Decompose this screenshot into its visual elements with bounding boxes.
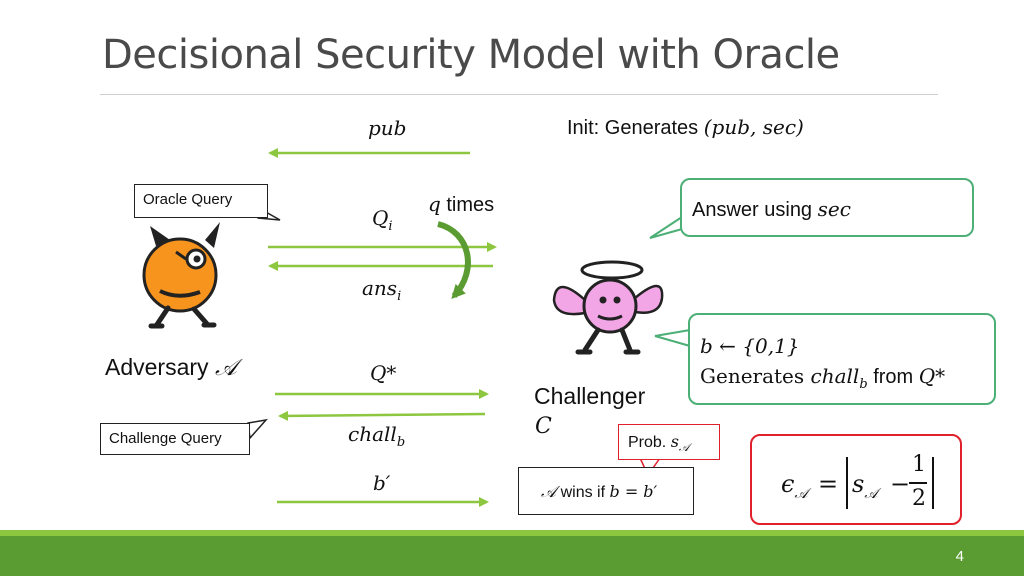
- prob-callout: Prob. s𝒜: [618, 424, 720, 460]
- loop-arrow-icon: [437, 221, 471, 299]
- answer-callout: Answer using sec: [680, 178, 974, 237]
- s-sub: 𝒜: [864, 485, 878, 502]
- eps-sub: 𝒜: [794, 485, 808, 502]
- challenge-callout-tail: [247, 418, 268, 440]
- abs-right-bar: [932, 457, 934, 509]
- chall-sub: b: [396, 435, 406, 450]
- times-text: times: [446, 194, 495, 216]
- abs-left-bar: [846, 457, 848, 509]
- win-symbol: 𝒜: [541, 482, 557, 501]
- qstar-label: Q*: [370, 361, 397, 385]
- adversary-text: Adversary: [105, 354, 215, 380]
- title-divider: [100, 94, 938, 95]
- challenger-symbol: C: [535, 414, 552, 439]
- frac-den: 2: [912, 486, 926, 511]
- qi-var: Q: [372, 206, 389, 230]
- generate-callout: b ← {0,1} Generates challb from Q*: [688, 313, 996, 405]
- adv-eps: ϵ𝒜: [781, 470, 808, 502]
- gen-q: Q*: [918, 364, 946, 388]
- init-prefix: Init: Generates: [567, 117, 704, 139]
- prob-text: Prob.: [628, 434, 671, 451]
- pub-label: pub: [368, 116, 407, 140]
- prob-sub: 𝒜: [678, 441, 690, 455]
- adv-s: s𝒜: [852, 470, 878, 502]
- adversary-label: Adversary 𝒜: [105, 354, 237, 381]
- prob-math: s: [670, 432, 679, 451]
- bit-line: b ← {0,1}: [700, 334, 800, 358]
- gen-callout-tail: [654, 328, 691, 348]
- gen-chall-sub: b: [859, 377, 868, 392]
- q-times-label: q times: [428, 192, 494, 217]
- answer-text: Answer using: [692, 199, 818, 221]
- init-math: (pub, sec): [703, 115, 804, 139]
- challenge-query-callout: Challenge Query: [100, 423, 250, 455]
- page-number: 4: [955, 548, 964, 565]
- frac-bar: [909, 482, 927, 484]
- qi-sub: i: [388, 219, 393, 234]
- gen-chall: chall: [810, 364, 860, 388]
- advantage-box: ϵ𝒜 = s𝒜 − 1 2: [750, 434, 962, 525]
- adversary-symbol: 𝒜: [214, 355, 237, 381]
- chall-var: chall: [348, 422, 397, 446]
- gen-line: Generates challb from Q*: [700, 361, 984, 400]
- bprime-label: b′: [373, 471, 391, 495]
- qi-label: Qi: [372, 206, 393, 234]
- eps-symbol: ϵ: [781, 470, 795, 498]
- init-text: Init: Generates (pub, sec): [567, 115, 804, 140]
- adv-eq: =: [818, 470, 839, 498]
- win-math: b = b′: [609, 482, 658, 501]
- gen-text: Generates: [700, 364, 811, 388]
- gen-from: from: [867, 366, 919, 388]
- angel-icon: [552, 260, 664, 355]
- oracle-query-callout: Oracle Query: [134, 184, 268, 218]
- win-condition-box: 𝒜 wins if b = b′: [518, 467, 694, 515]
- win-text: wins if: [556, 484, 610, 501]
- ans-var: ans: [362, 276, 398, 300]
- ans-label: ansi: [362, 276, 401, 304]
- chall-label: challb: [348, 422, 405, 450]
- answer-math: sec: [817, 197, 851, 221]
- ans-sub: i: [397, 289, 402, 304]
- footer-accent: [0, 530, 1024, 536]
- adv-minus: −: [890, 470, 911, 498]
- devil-icon: [142, 222, 220, 329]
- frac-num: 1: [912, 452, 926, 477]
- q-var: q: [428, 192, 441, 216]
- s-symbol: s: [852, 470, 865, 498]
- challenger-label: Challenger: [534, 383, 646, 409]
- slide-title: Decisional Security Model with Oracle: [102, 32, 840, 78]
- chall-arrow: [278, 410, 486, 421]
- footer-bar: [0, 536, 1024, 576]
